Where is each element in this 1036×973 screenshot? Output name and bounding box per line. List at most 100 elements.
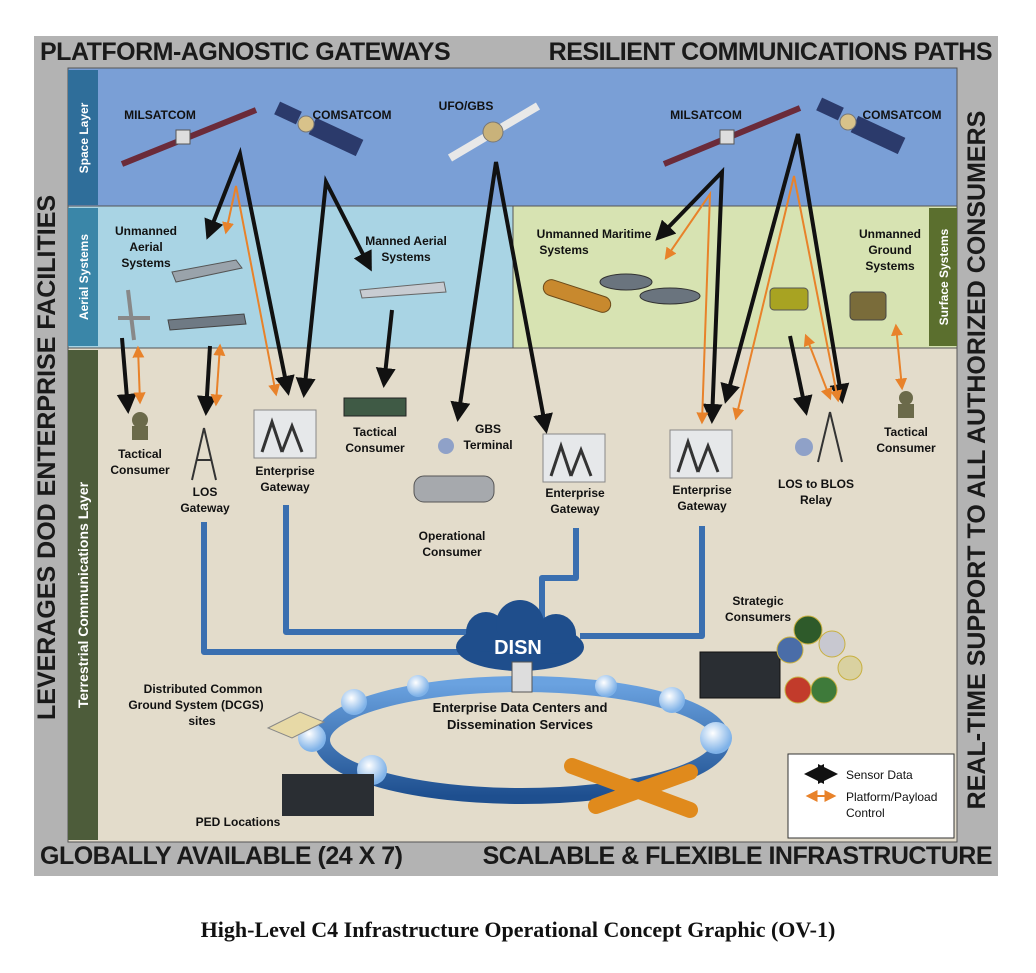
- aerial-layer-label: Aerial Systems: [77, 234, 91, 320]
- svg-text:Strategic: Strategic: [732, 594, 784, 608]
- svg-text:Enterprise Data Centers and: Enterprise Data Centers and: [433, 700, 608, 715]
- svg-text:Enterprise: Enterprise: [545, 486, 605, 500]
- svg-text:Enterprise: Enterprise: [255, 464, 315, 478]
- disn-cloud: [456, 600, 584, 671]
- svg-text:Consumer: Consumer: [345, 441, 405, 455]
- surface-layer: [512, 205, 958, 349]
- ufo-gbs-satellite: [447, 102, 541, 162]
- tactical-consumer-3-label: Tactical Consumer: [876, 425, 936, 455]
- svg-text:Consumer: Consumer: [110, 463, 170, 477]
- svg-text:Systems: Systems: [121, 256, 171, 270]
- svg-text:Gateway: Gateway: [677, 499, 727, 513]
- tactical-consumer-1-icon: [132, 412, 148, 440]
- svg-text:Consumer: Consumer: [422, 545, 482, 559]
- svg-text:Unmanned Maritime: Unmanned Maritime: [537, 227, 652, 241]
- maritime-label: Unmanned Maritime Systems: [537, 227, 652, 257]
- svg-text:Systems: Systems: [865, 259, 915, 273]
- svg-text:Systems: Systems: [381, 250, 431, 264]
- figure-caption: High-Level C4 Infrastructure Operational…: [200, 917, 836, 942]
- comsatcom-satellite-2: [816, 97, 906, 155]
- milsatcom-label-1: MILSATCOM: [124, 108, 196, 122]
- comsatcom-label-1: COMSATCOM: [312, 108, 391, 122]
- strategic-consumers-label: Strategic Consumers: [725, 594, 791, 624]
- tactical-consumer-1-label: Tactical Consumer: [110, 447, 170, 477]
- banner-top-left: PLATFORM-AGNOSTIC GATEWAYS: [40, 38, 451, 66]
- data-centers-label: Enterprise Data Centers and Disseminatio…: [433, 700, 608, 732]
- platform-control-arrows: [132, 175, 908, 425]
- aerial-layer-tab: [68, 208, 98, 346]
- los-blos-relay-label: LOS to BLOS Relay: [778, 477, 854, 507]
- svg-text:Systems: Systems: [539, 243, 589, 257]
- milsatcom-satellite-1: [120, 107, 258, 167]
- svg-text:GBS: GBS: [475, 422, 501, 436]
- svg-text:sites: sites: [188, 714, 216, 728]
- svg-text:Manned Aerial: Manned Aerial: [365, 234, 447, 248]
- dcgs-icon: [266, 711, 326, 739]
- svg-text:Gateway: Gateway: [180, 501, 230, 515]
- tactical-consumer-2-label: Tactical Consumer: [345, 425, 405, 455]
- svg-text:Enterprise: Enterprise: [672, 483, 732, 497]
- los-gateway-tower-icon: [191, 427, 217, 481]
- svg-text:Unmanned: Unmanned: [115, 224, 177, 238]
- svg-text:Aerial: Aerial: [129, 240, 162, 254]
- operational-consumer-label: Operational Consumer: [419, 529, 486, 559]
- disn-label: DISN: [494, 637, 542, 659]
- svg-text:Relay: Relay: [800, 493, 832, 507]
- svg-text:Unmanned: Unmanned: [859, 227, 921, 241]
- ground-systems-label: Unmanned Ground Systems: [859, 227, 921, 273]
- legend-platform-label-2: Control: [846, 806, 885, 820]
- milsatcom-label-2: MILSATCOM: [670, 108, 742, 122]
- banner-right-vertical: REAL-TIME SUPPORT TO ALL AUTHORIZED CONS…: [963, 110, 991, 810]
- tactical-vehicle-icon: [343, 397, 407, 417]
- strategic-consumers-icon: [699, 615, 863, 704]
- dcgs-label: Distributed Common Ground System (DCGS) …: [128, 682, 263, 728]
- terrestrial-layer-label: Terrestrial Communications Layer: [75, 481, 91, 708]
- svg-text:Consumer: Consumer: [876, 441, 936, 455]
- ufo-gbs-label: UFO/GBS: [439, 99, 494, 113]
- surface-layer-tab: [929, 208, 957, 346]
- milsatcom-satellite-2: [662, 105, 802, 167]
- svg-text:Tactical: Tactical: [353, 425, 397, 439]
- enterprise-ring: [298, 661, 732, 818]
- comsatcom-label-2: COMSATCOM: [862, 108, 941, 122]
- enterprise-gateway-2-label: Enterprise Gateway: [545, 486, 605, 516]
- network-pipes: [201, 505, 705, 655]
- banner-bottom-right: SCALABLE & FLEXIBLE INFRASTRUCTURE: [482, 842, 993, 870]
- svg-text:Terminal: Terminal: [463, 438, 512, 452]
- svg-text:Distributed Common: Distributed Common: [144, 682, 263, 696]
- svg-text:Tactical: Tactical: [118, 447, 162, 461]
- tactical-consumer-3-icon: [898, 391, 914, 418]
- enterprise-gateway-1-label: Enterprise Gateway: [255, 464, 315, 494]
- comsatcom-satellite-1: [274, 101, 364, 157]
- svg-text:Gateway: Gateway: [550, 502, 600, 516]
- svg-text:Ground System (DCGS): Ground System (DCGS): [128, 698, 263, 712]
- banner-top-right: RESILIENT COMMUNICATIONS PATHS: [548, 38, 993, 66]
- gbs-terminal-icon: [438, 438, 454, 454]
- banner-left-vertical: LEVERAGES DOD ENTERPRISE FACILITIES: [33, 194, 61, 720]
- enterprise-gateway-3-label: Enterprise Gateway: [672, 483, 732, 513]
- operational-consumer-icon: [413, 475, 495, 503]
- svg-text:Tactical: Tactical: [884, 425, 928, 439]
- surface-layer-label: Surface Systems: [937, 228, 951, 325]
- terrestrial-layer-tab: [68, 350, 98, 840]
- legend-platform-label: Platform/Payload: [846, 790, 937, 804]
- ped-locations-icon: [282, 774, 374, 816]
- legend: Sensor Data Platform/Payload Control: [787, 753, 955, 839]
- svg-text:LOS to BLOS: LOS to BLOS: [778, 477, 854, 491]
- enterprise-gateway-2-icon: [542, 433, 606, 483]
- space-layer-tab: [68, 70, 98, 205]
- enterprise-gateway-1-icon: [253, 409, 317, 459]
- svg-text:Ground: Ground: [868, 243, 911, 257]
- svg-text:Operational: Operational: [419, 529, 486, 543]
- legend-sensor-label: Sensor Data: [846, 768, 913, 782]
- uas-label: Unmanned Aerial Systems: [115, 224, 177, 270]
- ground-robots: [769, 287, 887, 321]
- space-layer: [67, 67, 958, 207]
- los-gateway-label: LOS Gateway: [180, 485, 230, 515]
- enterprise-gateway-3-icon: [669, 429, 733, 479]
- space-layer-label: Space Layer: [77, 102, 91, 173]
- svg-text:Gateway: Gateway: [260, 480, 310, 494]
- banner-bottom-left: GLOBALLY AVAILABLE (24 X 7): [40, 842, 403, 870]
